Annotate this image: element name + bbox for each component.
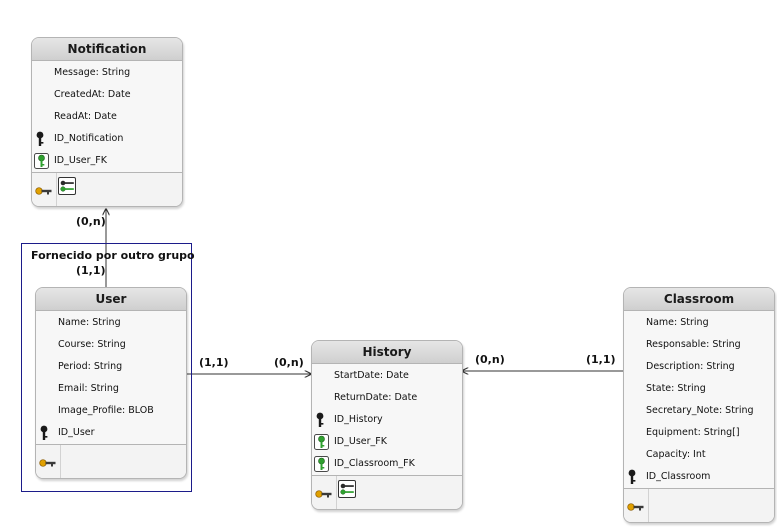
- entity-title: User: [36, 288, 186, 311]
- green-key-icon: [314, 455, 332, 472]
- primary-key-row: ID_Classroom: [624, 466, 774, 488]
- attribute-row: State: String: [646, 383, 706, 394]
- foreign-key-label: ID_User_FK: [334, 436, 387, 447]
- attribute-row: Secretary_Note: String: [646, 405, 754, 416]
- attribute-row: Description: String: [646, 361, 735, 372]
- attribute-row: CreatedAt: Date: [54, 89, 131, 100]
- cardinality-classroom-history-classroom-end: (1,1): [586, 353, 616, 366]
- attribute-row: Image_Profile: BLOB: [58, 405, 154, 416]
- green-key-icon: [34, 152, 52, 169]
- group-note-label: Fornecido por outro grupo: [31, 249, 195, 262]
- foreign-key-label: ID_Classroom_FK: [334, 458, 415, 469]
- attribute-row: Name: String: [646, 317, 709, 328]
- key-icon: [34, 131, 52, 147]
- attribute-row: Message: String: [54, 67, 131, 78]
- foreign-key-label: ID_User_FK: [54, 155, 107, 166]
- cardinality-user-history-history-end: (0,n): [274, 356, 304, 369]
- methods-compartment: [32, 172, 182, 206]
- methods-divider: [336, 476, 337, 509]
- gold-key-icon: [627, 497, 645, 516]
- attribute-row: Capacity: Int: [646, 449, 706, 460]
- primary-key-label: ID_User: [58, 427, 95, 438]
- foreign-key-row: ID_User_FK: [32, 150, 182, 172]
- attribute-row: Name: String: [58, 317, 121, 328]
- primary-key-label: ID_History: [334, 414, 383, 425]
- group-note-box: [21, 243, 192, 492]
- gold-key-icon: [39, 453, 57, 472]
- attribute-row: Equipment: String[]: [646, 427, 740, 438]
- fk-method-icon: [58, 177, 76, 199]
- attribute-row: Email: String: [58, 383, 119, 394]
- entity-title: Classroom: [624, 288, 774, 311]
- gold-key-icon: [35, 181, 53, 200]
- gold-key-icon: [315, 484, 333, 503]
- attribute-row: ReadAt: Date: [54, 111, 117, 122]
- key-icon: [314, 412, 332, 428]
- methods-divider: [56, 173, 57, 206]
- primary-key-row: ID_History: [312, 409, 462, 431]
- attribute-row: Responsable: String: [646, 339, 741, 350]
- cardinality-notification-end: (0,n): [76, 215, 106, 228]
- primary-key-label: ID_Notification: [54, 133, 124, 144]
- cardinality-classroom-history-history-end: (0,n): [475, 353, 505, 366]
- methods-divider: [60, 445, 61, 478]
- attribute-row: ReturnDate: Date: [334, 392, 418, 403]
- methods-compartment: [624, 488, 774, 522]
- foreign-key-row: ID_Classroom_FK: [312, 453, 462, 475]
- cardinality-user-history-user-end: (1,1): [199, 356, 229, 369]
- primary-key-row: ID_Notification: [32, 128, 182, 150]
- attribute-row: Course: String: [58, 339, 126, 350]
- entity-title: Notification: [32, 38, 182, 61]
- attribute-row: StartDate: Date: [334, 370, 409, 381]
- primary-key-label: ID_Classroom: [646, 471, 711, 482]
- foreign-key-row: ID_User_FK: [312, 431, 462, 453]
- fk-method-icon: [338, 480, 356, 502]
- key-icon: [38, 425, 56, 441]
- methods-compartment: [36, 444, 186, 478]
- methods-compartment: [312, 475, 462, 509]
- attribute-row: Period: String: [58, 361, 123, 372]
- key-icon: [626, 469, 644, 485]
- cardinality-user-notification-end: (1,1): [76, 264, 106, 277]
- green-key-icon: [314, 433, 332, 450]
- entity-title: History: [312, 341, 462, 364]
- methods-divider: [648, 489, 649, 522]
- primary-key-row: ID_User: [36, 422, 186, 444]
